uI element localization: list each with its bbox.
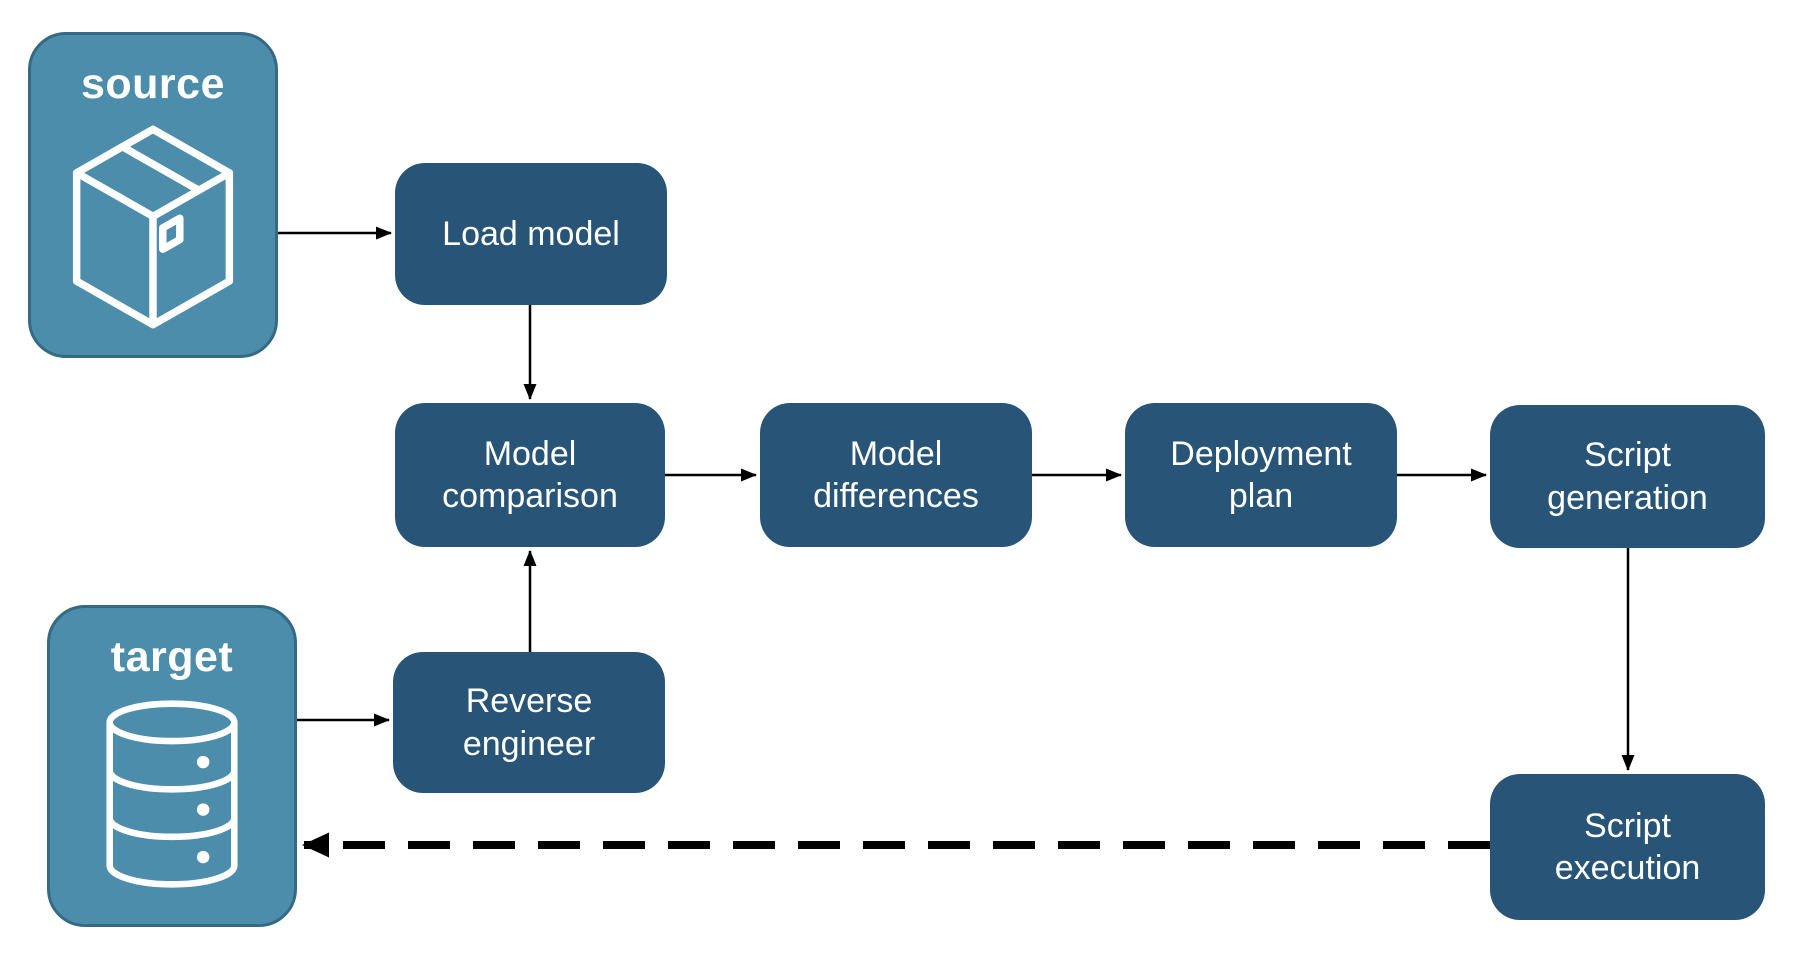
- step-model-comparison: Model comparison: [395, 403, 665, 547]
- entity-target: target: [47, 605, 297, 927]
- entity-source: source: [28, 32, 278, 358]
- step-script-generation-label: Script generation: [1547, 436, 1708, 517]
- step-deployment-plan: Deployment plan: [1125, 403, 1397, 547]
- step-load-model-label: Load model: [442, 214, 620, 253]
- step-deployment-plan-label: Deployment plan: [1170, 434, 1352, 516]
- step-reverse-engineer-label: Reverse engineer: [462, 682, 596, 763]
- entity-target-label: target: [110, 633, 234, 681]
- entity-source-label: source: [80, 60, 225, 108]
- step-model-differences: Model differences: [760, 403, 1032, 547]
- step-script-execution-label: Script execution: [1554, 806, 1701, 888]
- step-model-differences-label: Model differences: [813, 434, 979, 516]
- step-script-generation: Script generation: [1490, 405, 1765, 548]
- step-model-comparison-label: Model comparison: [442, 434, 618, 516]
- package-icon: [72, 125, 234, 329]
- database-icon: [106, 700, 238, 888]
- step-reverse-engineer: Reverse engineer: [393, 652, 665, 793]
- step-script-execution: Script execution: [1490, 774, 1765, 920]
- step-load-model: Load model: [395, 163, 667, 305]
